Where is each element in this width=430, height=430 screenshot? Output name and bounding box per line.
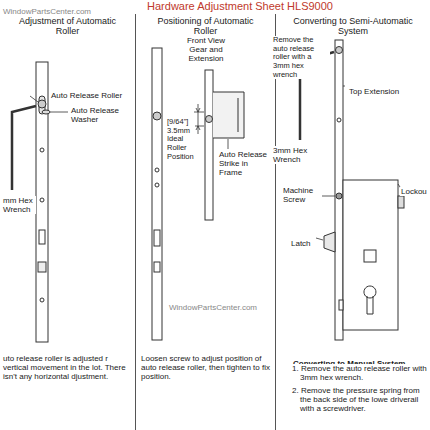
instruction-note: uto release roller is adjusted r vertica… — [2, 354, 132, 382]
instruction-note: Loosen screw to adjust position of auto … — [140, 354, 272, 382]
instruction-step: 1. Remove the auto release roller with 3… — [292, 364, 428, 382]
hex-wrench — [12, 106, 36, 190]
latch — [324, 232, 335, 252]
label-wrap: Lockou — [400, 180, 428, 198]
sheet-title: Hardware Adjustment Sheet HLS9000 — [120, 0, 360, 13]
tool-name: mm Hex Wrench — [2, 196, 36, 214]
label-wrap: WindowPartsCenter.com — [2, 0, 122, 18]
label-wrap: Remove the auto release roller with a 3m… — [272, 36, 330, 81]
label-wrap: Loosen screw to adjust position of auto … — [140, 354, 272, 383]
extension-plate — [335, 40, 343, 340]
label-wrap: 1. Remove the auto release roller with 3… — [292, 364, 428, 384]
bar-hole — [40, 198, 44, 202]
label-wrap: [9/64"] 3.5mm Ideal Roller Position — [166, 118, 194, 163]
leader-line — [316, 238, 323, 240]
part-name: Top Extension — [348, 87, 400, 96]
bar-square — [38, 262, 46, 272]
label-wrap: Auto Release Washer — [70, 106, 125, 126]
label-wrap: 3mm Hex Wrench — [272, 146, 318, 166]
title-wrap: Hardware Adjustment Sheet HLS9000 — [120, 0, 360, 13]
plate-hole — [337, 118, 341, 122]
deadbolt — [339, 300, 343, 310]
label-wrap: Top Extension — [348, 80, 418, 98]
leader-line — [228, 139, 229, 149]
cylinder-hole — [364, 286, 376, 314]
lock-body — [343, 180, 398, 330]
auto-release-washer — [42, 110, 50, 114]
front-view-bar — [205, 70, 213, 220]
panel-heading: Converting to Semi-Automatic System — [293, 16, 413, 37]
instruction-step: 2. Remove the pressure spring from the b… — [292, 386, 428, 414]
auto-release-strike — [213, 92, 244, 138]
label-wrap: Auto Release Roller — [50, 84, 130, 102]
bar-slot — [154, 230, 160, 246]
tool-name: 3mm Hex Wrench — [272, 146, 318, 164]
auto-release-roller — [336, 47, 343, 54]
label-wrap: 2. Remove the pressure spring from the b… — [292, 386, 428, 415]
watermark: WindowPartsCenter.com — [168, 303, 258, 312]
view-label: Front View Gear and Extension — [176, 36, 236, 64]
lockout — [398, 196, 404, 208]
bar-square — [154, 262, 160, 272]
bar-hole — [155, 168, 159, 172]
leader-line — [322, 196, 335, 197]
machine-screw — [336, 193, 342, 199]
watermark: WindowPartsCenter.com — [2, 7, 92, 16]
front-view-roller — [206, 116, 213, 123]
label-wrap: WindowPartsCenter.com — [168, 296, 278, 314]
instruction-note: Remove the auto release roller with a 3m… — [272, 36, 330, 79]
bar-hole — [40, 148, 44, 152]
part-name: Machine Screw — [282, 186, 322, 204]
bar-hole — [40, 298, 44, 302]
label-wrap: Latch — [290, 232, 318, 250]
auto-release-roller — [153, 112, 161, 120]
strike-edge — [238, 98, 239, 132]
leader-line — [343, 86, 345, 87]
auto-release-roller — [38, 100, 46, 108]
part-name: Auto Release Strike in Frame — [218, 150, 272, 178]
part-name: Latch — [290, 239, 312, 248]
bar-slot — [39, 230, 45, 244]
panel-heading: Positioning of Automatic Roller — [151, 16, 261, 37]
dimension-lines — [194, 104, 204, 134]
label-wrap: uto release roller is adjusted r vertica… — [2, 354, 132, 383]
bar-hole — [155, 183, 159, 187]
gear-bar — [36, 62, 48, 342]
dimension: [9/64"] 3.5mm Ideal Roller Position — [166, 118, 195, 161]
label-wrap: mm Hex Wrench — [2, 196, 36, 216]
part-name: Lockou — [400, 187, 428, 196]
dimension-arrows — [196, 108, 200, 130]
label-wrap: Machine Screw — [282, 186, 322, 206]
gear-bar — [152, 48, 162, 340]
panel-heading: Adjustment of Automatic Roller — [13, 16, 123, 37]
label-wrap: Front View Gear and Extension — [176, 36, 236, 65]
part-name: Auto Release Washer — [70, 106, 125, 124]
spindle-hole — [364, 250, 376, 262]
part-name: Auto Release Roller — [50, 91, 123, 100]
label-wrap: Auto Release Strike in Frame — [218, 150, 272, 179]
